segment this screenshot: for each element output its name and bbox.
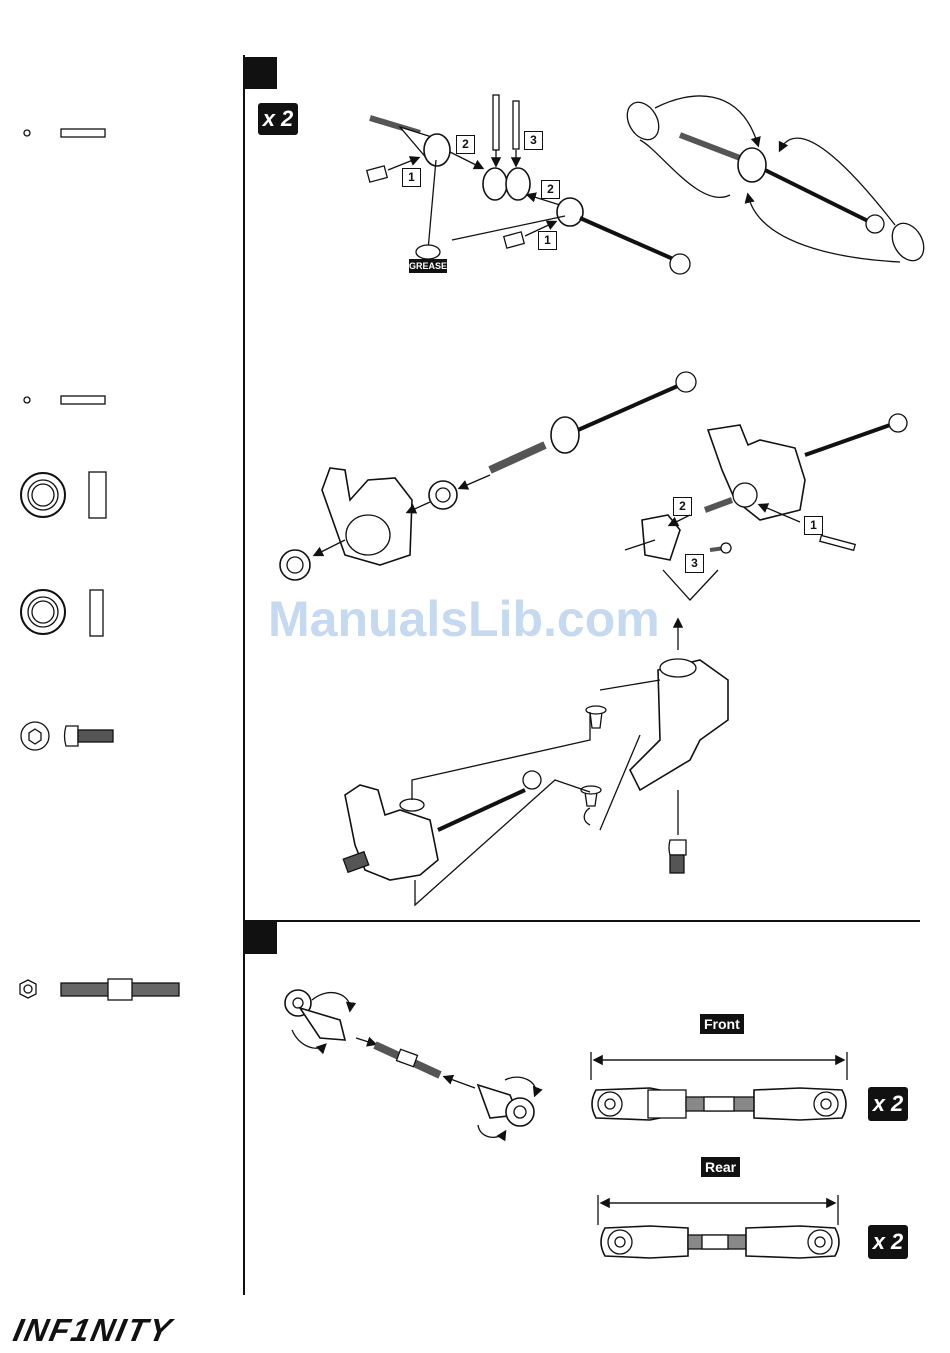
parts-pin-icon-2 xyxy=(24,396,105,404)
front-linkage-drawing xyxy=(591,1052,847,1120)
parts-screw-icon xyxy=(21,722,113,750)
parts-turnbuckle-icon xyxy=(20,979,179,1000)
hub-carrier-drawing-2 xyxy=(625,414,907,600)
hub-carrier-drawing-1 xyxy=(280,372,696,580)
cvd-exploded-drawing xyxy=(367,95,690,274)
parts-pin-icon-1 xyxy=(24,129,105,137)
cvd-boot-drawing xyxy=(621,96,930,266)
steering-block-drawing xyxy=(343,620,728,905)
turnbuckle-exploded-drawing xyxy=(285,990,536,1137)
parts-bearing-icon-2 xyxy=(21,590,103,636)
rear-linkage-drawing xyxy=(598,1195,839,1258)
parts-bearing-icon-1 xyxy=(21,472,106,518)
